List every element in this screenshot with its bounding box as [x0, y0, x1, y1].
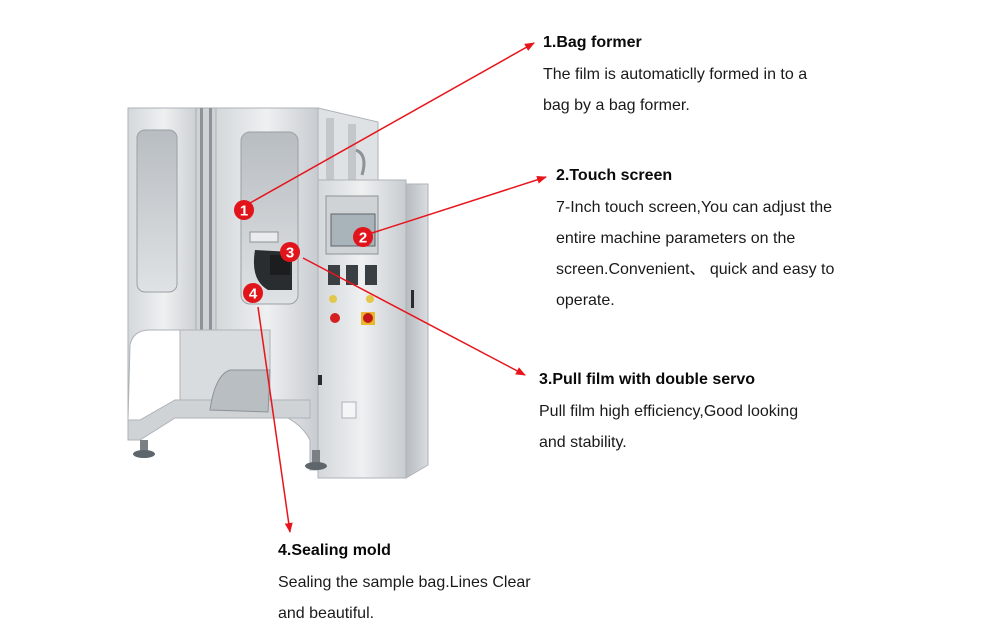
callout-title: 4.Sealing mold — [278, 542, 391, 559]
callout-pull-film: 3.Pull film with double servo Pull film … — [539, 370, 859, 458]
description-line: entire machine parameters on the — [556, 230, 796, 247]
arrow-to-bag-former — [249, 42, 535, 204]
description-line: and stability. — [539, 434, 627, 451]
description-line: The film is automaticlly formed in to a — [543, 66, 808, 83]
description-line: Pull film high efficiency,Good looking — [539, 403, 799, 420]
indicator-light — [366, 295, 374, 303]
indicator-light — [329, 295, 337, 303]
callout-description: Sealing the sample bag.Lines Clear and b… — [278, 567, 598, 629]
left-side-panel — [127, 107, 201, 421]
badge-2-number: 2 — [359, 230, 367, 247]
left-window — [136, 129, 178, 293]
arrow-to-sealing-mold — [257, 306, 293, 533]
badge-3: 3 — [280, 242, 300, 262]
callout-description: Pull film high efficiency,Good looking a… — [539, 396, 859, 458]
badge-4-number: 4 — [249, 286, 258, 303]
film-sensor — [249, 231, 279, 243]
leveling-foot — [133, 450, 155, 458]
badge-3-number: 3 — [286, 245, 294, 262]
description-line: bag by a bag former. — [543, 97, 690, 114]
description-line: 7-Inch touch screen,You can adjust the — [556, 199, 833, 216]
vertical-rails — [195, 107, 217, 349]
callout-title: 1.Bag former — [543, 34, 642, 51]
callout-title: 3.Pull film with double servo — [539, 371, 756, 388]
arrow-to-pull-film — [302, 257, 526, 376]
callout-sealing-mold: 4.Sealing mold Sealing the sample bag.Li… — [278, 541, 598, 629]
description-line: and beautiful. — [278, 605, 375, 622]
description-line: Sealing the sample bag.Lines Clear — [278, 574, 531, 591]
badge-1-number: 1 — [240, 203, 248, 220]
emergency-stop — [330, 313, 340, 323]
callout-description: 7-Inch touch screen,You can adjust the e… — [556, 192, 886, 316]
callout-description: The film is automaticlly formed in to a … — [543, 59, 863, 121]
callout-bag-former: 1.Bag former The film is automaticlly fo… — [543, 33, 863, 121]
description-line: screen.Convenient、 quick and easy to — [556, 261, 835, 278]
power-socket — [341, 401, 357, 419]
power-switch — [363, 313, 373, 323]
discharge-chute — [209, 369, 271, 413]
base-frame — [127, 329, 327, 470]
control-cabinet — [317, 179, 429, 479]
callout-title: 2.Touch screen — [556, 167, 673, 184]
description-line: operate. — [556, 292, 615, 309]
arrow-to-touch-screen — [371, 175, 547, 234]
top-frame — [317, 107, 379, 183]
callout-touch-screen: 2.Touch screen 7-Inch touch screen,You c… — [556, 166, 886, 316]
badge-2: 2 — [353, 227, 373, 247]
badge-1: 1 — [234, 200, 254, 220]
leveling-foot — [305, 462, 327, 470]
badge-4: 4 — [243, 283, 263, 303]
leader-lines — [249, 42, 547, 533]
